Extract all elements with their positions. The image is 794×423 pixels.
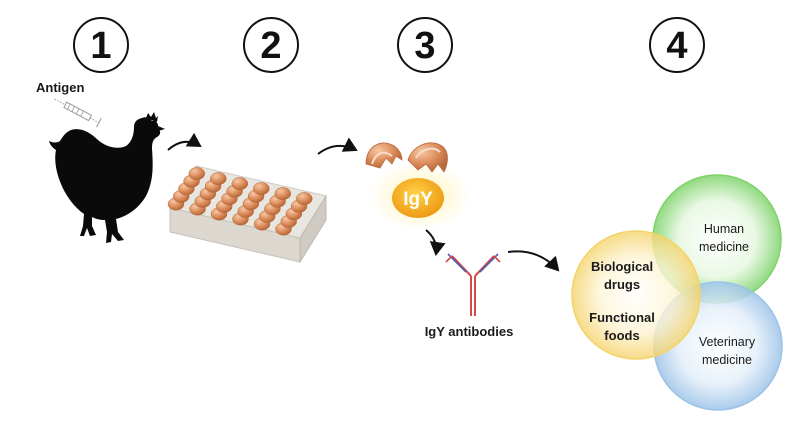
biological-functional-circle [571,230,701,360]
step-number: 4 [666,25,687,67]
step-3: 3 [397,17,453,73]
arrow-icon [507,250,560,272]
step-4: 4 [649,17,705,73]
igy-yolk-label: IgY [403,189,433,210]
step-number: 3 [414,25,435,67]
syringe-icon [54,98,102,128]
egg [231,177,249,191]
egg [253,182,270,196]
egg [210,172,227,186]
step-2: 2 [243,17,299,73]
human-medicine-label: Human [704,222,744,236]
applications-venn [571,174,783,411]
egg [296,192,313,206]
human-medicine-label-2: medicine [699,240,749,254]
arrow-icon [317,137,358,155]
egg-tray-icon [167,165,327,264]
arrow-icon [167,132,202,151]
arrow-icon [425,229,446,256]
cracked-egg-icon: IgY [365,142,470,230]
igy-antibodies-label: IgY antibodies [425,324,514,339]
step-1: 1 [73,17,129,73]
veterinary-medicine-label: Veterinary [699,335,756,349]
functional-foods-label-2: foods [604,328,639,343]
antigen-label: Antigen [36,80,84,95]
veterinary-medicine-label-2: medicine [702,353,752,367]
egg [188,167,206,181]
antibody-icon [445,253,501,316]
step-number: 2 [260,25,281,67]
chicken-icon [49,112,165,243]
egg [274,187,291,201]
step-number: 1 [90,25,111,67]
functional-foods-label: Functional [589,310,655,325]
biological-drugs-label-2: drugs [604,277,640,292]
biological-drugs-label: Biological [591,259,653,274]
